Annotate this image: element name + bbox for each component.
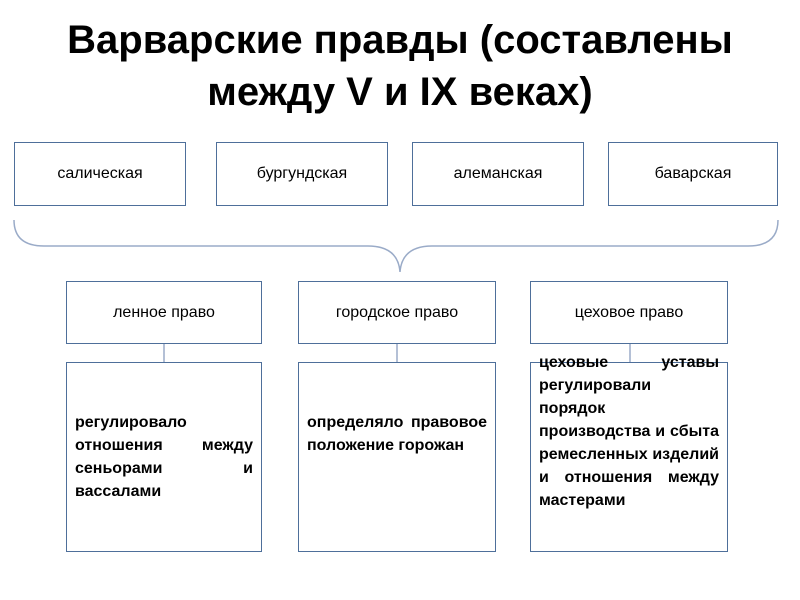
desc-guild-text: цеховые уставы регулировали порядок прои… [539, 354, 719, 509]
desc-guild-law: цеховые уставы регулировали порядок прои… [530, 354, 728, 552]
box-guild-law: цеховое право [530, 281, 728, 344]
curly-brace [13, 219, 779, 273]
desc-city-text: определяло правовое положение горожан [307, 414, 487, 454]
box-burgundian: бургундская [216, 142, 388, 206]
title-area: Варварские правды (составлены между V и … [0, 0, 800, 150]
box-bavarian: баварская [608, 142, 778, 206]
box-city-law: городское право [298, 281, 496, 344]
box-salic: салическая [14, 142, 186, 206]
desc-fief-law: регулировало отношения между сеньорами и… [66, 362, 262, 552]
page-title: Варварские правды (составлены между V и … [67, 18, 733, 114]
desc-fief-text: регулировало отношения между сеньорами и… [75, 414, 253, 500]
box-fief-law: ленное право [66, 281, 262, 344]
desc-city-law: определяло правовое положение горожан [298, 362, 496, 552]
box-alemannic: алеманская [412, 142, 584, 206]
